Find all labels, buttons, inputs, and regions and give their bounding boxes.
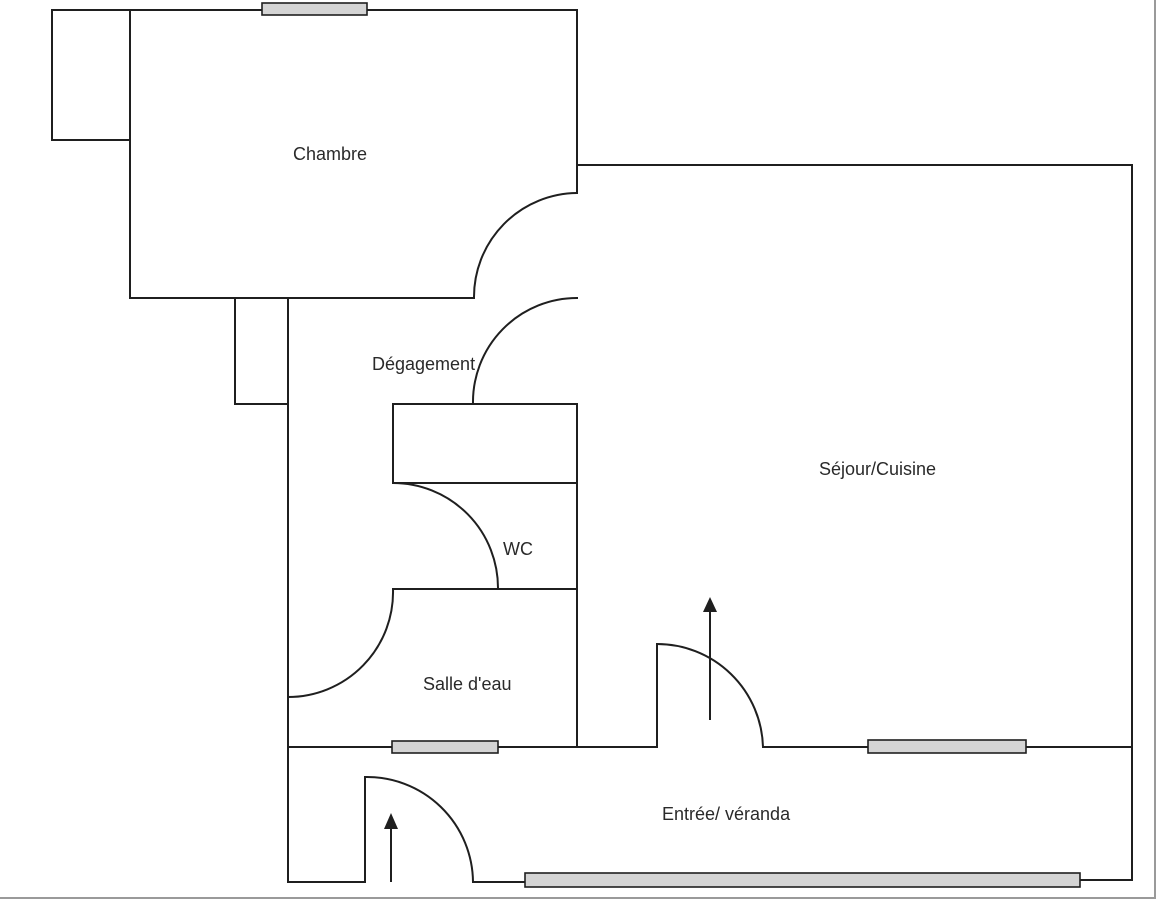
room-label-degagement: Dégagement (372, 354, 475, 374)
storage-block-wall (392, 403, 578, 484)
veranda-window (524, 872, 1081, 888)
room-label-wc: WC (503, 539, 533, 559)
veranda-top-wall-mid (497, 643, 658, 748)
chambre-left-wall (129, 9, 475, 299)
closet-wall (234, 297, 289, 405)
room-label-entree-veranda: Entrée/ véranda (662, 804, 791, 824)
room-label-chambre: Chambre (293, 144, 367, 164)
sejour-entry-arrow-head (703, 597, 717, 612)
chambre-bay-wall (51, 9, 131, 141)
chambre-window (261, 2, 368, 16)
room-labels: Chambre Dégagement Séjour/Cuisine WC Sal… (293, 144, 936, 824)
chambre-door-swing (472, 192, 578, 299)
chambre-wall (129, 9, 578, 194)
main-entrance-door-swing (364, 775, 474, 883)
main-entry-arrow-head (384, 813, 398, 829)
salle-eau-window (391, 740, 499, 754)
salle-eau-door-swing (287, 588, 395, 698)
sejour-door-swing (471, 297, 578, 405)
room-label-salle-eau: Salle d'eau (423, 674, 512, 694)
doors (287, 192, 764, 883)
sejour-entry-door-swing (656, 643, 764, 748)
salle-eau-left-wall (287, 696, 366, 883)
room-label-sejour-cuisine: Séjour/Cuisine (819, 459, 936, 479)
entry-arrows (384, 597, 717, 882)
windows (261, 2, 1081, 888)
sejour-top-wall (576, 164, 1133, 881)
walls (51, 9, 1133, 883)
sejour-window (867, 739, 1027, 754)
wc-door-swing (392, 482, 500, 590)
